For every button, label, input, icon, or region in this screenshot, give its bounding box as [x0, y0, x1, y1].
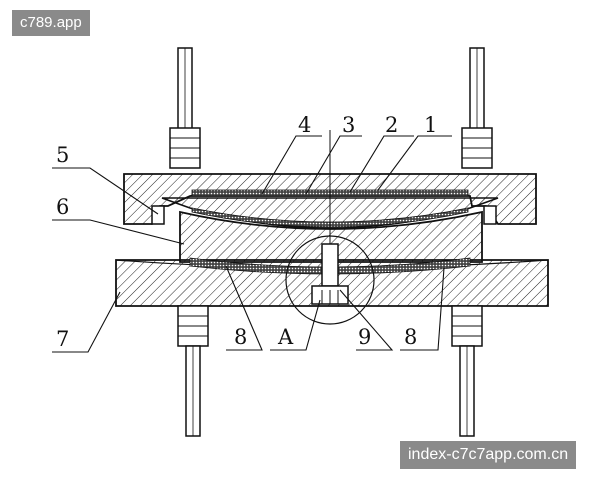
callout-label: 8: [404, 325, 417, 349]
callout-label: A: [277, 325, 294, 349]
callout-label: 1: [424, 113, 437, 137]
anchor-bolt-top-left: [169, 47, 201, 169]
callout-label: 9: [358, 325, 371, 349]
callout-label: 2: [385, 113, 398, 137]
side-stop-right: [483, 205, 497, 225]
watermark-bottom: index-c7c7app.com.cn: [400, 441, 577, 469]
anchor-bolt-bottom-right: [451, 305, 483, 437]
watermark-top: c789.app: [12, 10, 90, 36]
callout-label: 7: [56, 327, 69, 351]
anchor-bolt-top-right: [461, 47, 493, 169]
leader-lines: [52, 135, 452, 353]
anchor-bolt-bottom-left: [177, 305, 209, 437]
side-stop-left: [151, 205, 165, 225]
center-pin: [285, 130, 375, 325]
callout-label: 5: [56, 143, 69, 167]
callout-label: 4: [298, 113, 311, 137]
middle-spherical-block: [179, 210, 483, 263]
callout-label: 8: [234, 325, 247, 349]
callout-label: 3: [342, 113, 355, 137]
callout-label: 6: [56, 195, 69, 219]
